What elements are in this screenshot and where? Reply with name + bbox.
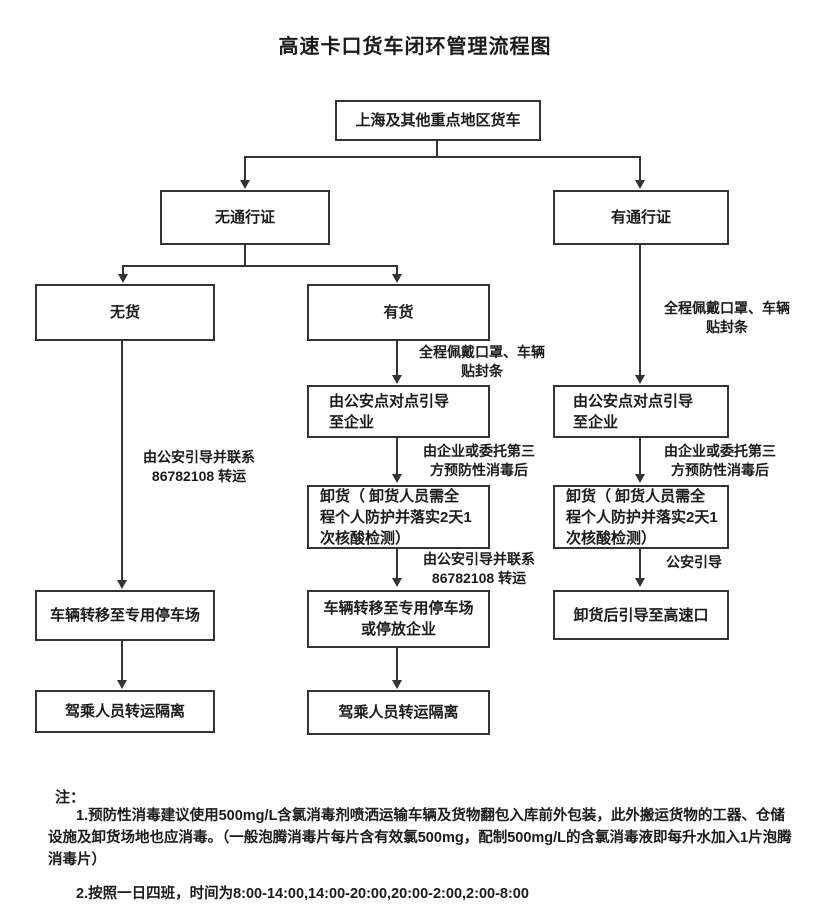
node-trucks-shanghai: 上海及其他重点地区货车 <box>335 100 541 141</box>
node-transfer-mid: 车辆转移至专用停车场 或停放企业 <box>307 590 490 648</box>
node-unload-mid: 卸货（ 卸货人员需全 程个人防护并落实2天1 次核酸检测） <box>307 485 490 549</box>
connector-line <box>122 265 124 277</box>
node-exit-right: 卸货后引导至高速口 <box>553 590 729 640</box>
note-2: 2.按照一日四班，时间为8:00-14:00,14:00-20:00,20:00… <box>76 886 529 902</box>
arrowhead-icon <box>635 180 645 189</box>
arrowhead-icon <box>635 578 645 587</box>
node-has-cargo: 有货 <box>307 284 490 341</box>
edge-label-disinfect-mid: 由企业或委托第三 方预防性消毒后 <box>423 443 535 478</box>
connector-line <box>244 245 246 266</box>
notes-label: 注： <box>55 789 86 806</box>
connector-line <box>244 156 641 158</box>
node-transfer-left: 车辆转移至专用停车场 <box>35 590 215 641</box>
arrowhead-icon <box>392 680 402 689</box>
node-no-pass: 无通行证 <box>160 190 330 245</box>
page-title: 高速卡口货车闭环管理流程图 <box>278 36 552 58</box>
connector-line <box>396 438 398 476</box>
edge-label-disinfect-right: 由企业或委托第三 方预防性消毒后 <box>664 443 776 478</box>
arrowhead-icon <box>392 474 402 483</box>
arrowhead-icon <box>392 274 402 283</box>
arrowhead-icon <box>118 274 128 283</box>
connector-line <box>396 265 398 277</box>
connector-line <box>639 156 641 182</box>
edge-label-mask-mid: 全程佩戴口罩、车辆 贴封条 <box>419 344 545 379</box>
connector-line <box>639 549 641 579</box>
connector-line <box>244 156 246 182</box>
edge-label-mask-right: 全程佩戴口罩、车辆 贴封条 <box>664 300 790 335</box>
node-unload-right: 卸货（ 卸货人员需全 程个人防护并落实2天1 次核酸检测） <box>553 485 729 549</box>
connector-line <box>122 265 398 267</box>
connector-line <box>436 141 438 157</box>
connector-line <box>639 245 641 377</box>
arrowhead-icon <box>240 180 250 189</box>
connector-line <box>396 648 398 681</box>
connector-line <box>639 438 641 476</box>
arrowhead-icon <box>635 375 645 384</box>
arrowhead-icon <box>392 578 402 587</box>
connector-line <box>396 549 398 579</box>
arrowhead-icon <box>117 680 127 689</box>
connector-line <box>121 341 123 581</box>
node-guide-mid: 由公安点对点引导 至企业 <box>307 385 490 438</box>
edge-label-police-guide-right: 公安引导 <box>666 554 722 570</box>
node-guide-right: 由公安点对点引导 至企业 <box>553 385 729 438</box>
node-no-cargo: 无货 <box>35 284 215 341</box>
node-quarantine-mid: 驾乘人员转运隔离 <box>307 690 490 735</box>
arrowhead-icon <box>392 375 402 384</box>
arrowhead-icon <box>635 474 645 483</box>
connector-line <box>396 341 398 377</box>
node-quarantine-left: 驾乘人员转运隔离 <box>35 690 215 733</box>
arrowhead-icon <box>117 580 127 589</box>
edge-label-police-contact-mid: 由公安引导并联系 86782108 转运 <box>423 551 535 586</box>
edge-label-police-contact-left: 由公安引导并联系 86782108 转运 <box>143 449 255 484</box>
note-1: 1.预防性消毒建议使用500mg/L含氯消毒剂喷洒运输车辆及货物翻包入库前外包装… <box>48 808 792 868</box>
node-has-pass: 有通行证 <box>553 190 729 245</box>
connector-line <box>121 641 123 681</box>
